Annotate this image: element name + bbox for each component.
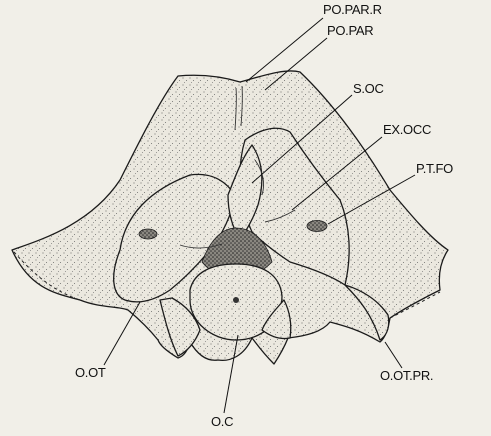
- label-soc: S.OC: [353, 82, 384, 96]
- leader-o-ot-pr: [385, 342, 402, 368]
- right-post-temporal-fossa: [307, 221, 327, 232]
- label-po-par-r: PO.PAR.R: [323, 3, 382, 17]
- label-o-ot: O.OT: [75, 366, 106, 380]
- label-pt-fo: P.T.FO: [416, 162, 453, 176]
- label-po-par: PO.PAR: [327, 24, 373, 38]
- label-o-ot-pr: O.OT.PR.: [380, 369, 433, 383]
- label-oc: O.C: [211, 415, 233, 429]
- condyle-pit: [233, 297, 239, 303]
- label-ex-occ: EX.OCC: [383, 123, 431, 137]
- leader-o-ot: [104, 302, 140, 365]
- left-post-temporal-fossa: [139, 229, 157, 239]
